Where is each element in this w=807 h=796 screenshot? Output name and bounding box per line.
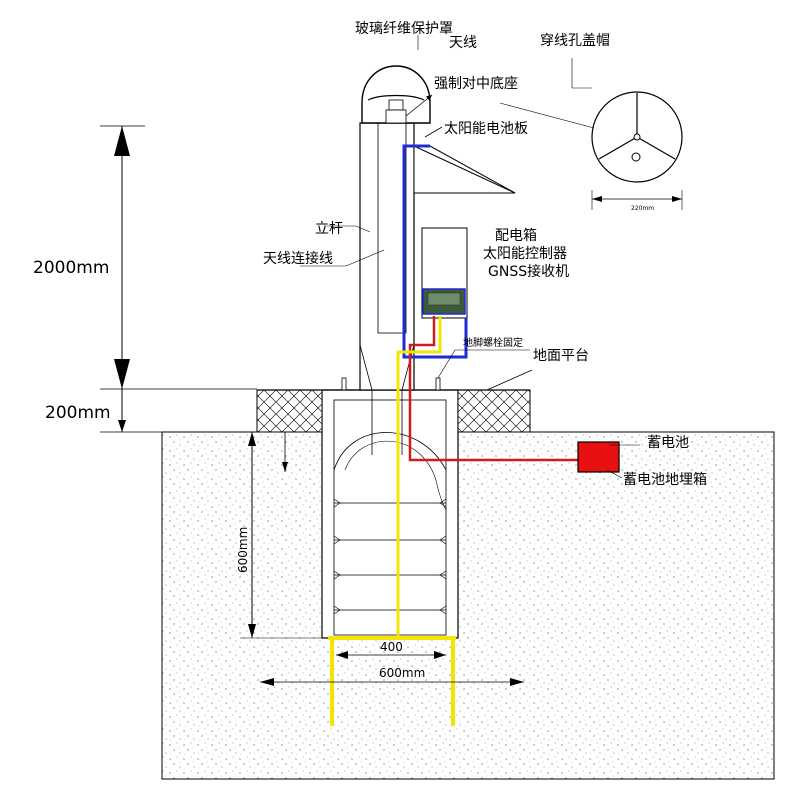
leader-base <box>405 94 433 117</box>
label-battery-box: 蓄电池地埋箱 <box>623 472 707 488</box>
label-distribution-box: 配电箱 <box>495 228 537 244</box>
pole-stem <box>371 390 403 455</box>
dim-label-220: 220mm <box>631 205 654 212</box>
dim-label-2000: 2000mm <box>33 258 109 278</box>
leader-battery <box>606 444 640 479</box>
rebar-lines <box>334 502 446 611</box>
label-pole: 立杆 <box>315 221 343 237</box>
label-anchor-bolt: 地脚螺栓固定 <box>463 336 523 349</box>
leader-pole <box>327 225 371 233</box>
leader-solar <box>424 126 443 138</box>
label-battery: 蓄电池 <box>647 435 689 451</box>
leader-cable <box>300 249 385 267</box>
dimension-2000 <box>100 125 145 390</box>
label-radome: 玻璃纤维保护罩 <box>355 20 453 37</box>
dimension-600-width <box>260 678 524 686</box>
gnss-receiver-panel <box>427 292 461 306</box>
cable-hole-cap-spokes <box>598 93 676 160</box>
dim-label-400: 400 <box>380 640 403 654</box>
label-solar-panel: 太阳能电池板 <box>444 121 528 137</box>
cable-red <box>408 316 578 462</box>
anchor-bolt-right <box>435 377 441 391</box>
battery <box>577 441 620 473</box>
foundation-pit-inner <box>333 399 447 636</box>
label-antenna-cable: 天线连接线 <box>263 250 333 267</box>
dimension-400 <box>336 651 446 659</box>
rebar-ticks <box>333 498 447 615</box>
leader-platform <box>486 369 533 391</box>
dimension-200 <box>100 388 257 433</box>
label-gnss-receiver: GNSS接收机 <box>488 263 569 280</box>
platform-right <box>457 389 531 433</box>
label-antenna: 天线 <box>449 35 477 51</box>
cable-hole-cap-center <box>633 133 641 141</box>
forced-centering-base <box>385 109 407 124</box>
dim-label-600-depth: 600mm <box>236 527 250 573</box>
cable-hole-cap-hole <box>631 152 641 162</box>
antenna-disk <box>367 94 425 101</box>
dimension-220 <box>591 190 683 210</box>
leader-cap <box>499 58 595 129</box>
dim-label-600-width: 600mm <box>379 666 425 680</box>
anchor-bolt-left <box>341 377 347 391</box>
solar-panel-brace <box>413 145 516 194</box>
ground-soil <box>161 431 775 780</box>
leader-anchor <box>437 349 530 379</box>
dim-label-200: 200mm <box>45 403 111 423</box>
foundation-pit <box>321 389 459 639</box>
platform-left <box>256 389 323 433</box>
cable-yellow-main <box>396 316 442 638</box>
cable-blue <box>402 144 468 359</box>
label-ground-platform: 地面平台 <box>533 348 589 364</box>
rebar-curve-outer <box>333 432 447 471</box>
label-forced-centering-base: 强制对中底座 <box>434 76 518 92</box>
label-cable-hole-cap: 穿线孔盖帽 <box>540 33 610 49</box>
antenna-mount <box>388 99 404 111</box>
label-solar-controller: 太阳能控制器 <box>483 246 567 262</box>
dimension-600-depth <box>240 432 322 639</box>
